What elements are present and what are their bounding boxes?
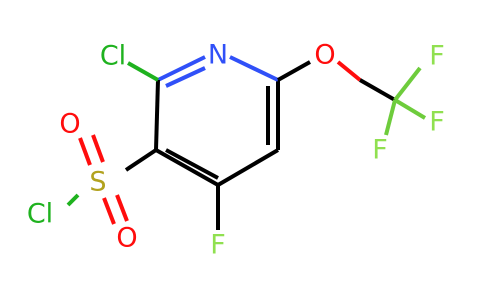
bond-c6-o [277,60,311,82]
atom-f-ring-label: F [210,230,226,261]
atom-o-lower-label: O [116,223,137,254]
bond-c4-c5 [216,148,280,187]
atom-f2-label: F [429,107,445,138]
atom-cl-ring-label: Cl [100,41,126,72]
bond-s-o-upper-inner [91,134,105,163]
atom-o-upper-label: O [59,109,80,140]
bond-s-o-lower [102,197,116,225]
bond-s-o-lower-inner [115,194,129,222]
atom-cl-sulfonyl-label: Cl [27,199,53,230]
bond-cf3-f3 [384,99,397,136]
bond-c6-n [229,55,279,82]
bond-n-c2-inner [165,66,206,88]
atom-o-ether-label: O [314,40,335,71]
bond-n-c2 [157,55,206,82]
bond-c2-cl [127,61,159,82]
bond-c3-c4-inner [165,148,219,180]
atom-n-label: N [208,40,228,71]
bond-s-o-upper [78,137,92,166]
atom-s-label: S [89,167,106,198]
bond-o-cf3 [336,60,362,82]
bond-c2-c3 [154,79,160,151]
atom-f1-label: F [429,41,445,72]
bond-cf3-center [359,78,396,102]
bond-cf3-f1 [393,66,422,102]
bond-s-cl [66,193,80,207]
bond-c3-s [124,148,158,172]
bond-cf3-f2 [393,98,427,120]
bond-c3-c4 [155,148,219,187]
atom-f3-label: F [372,135,388,166]
